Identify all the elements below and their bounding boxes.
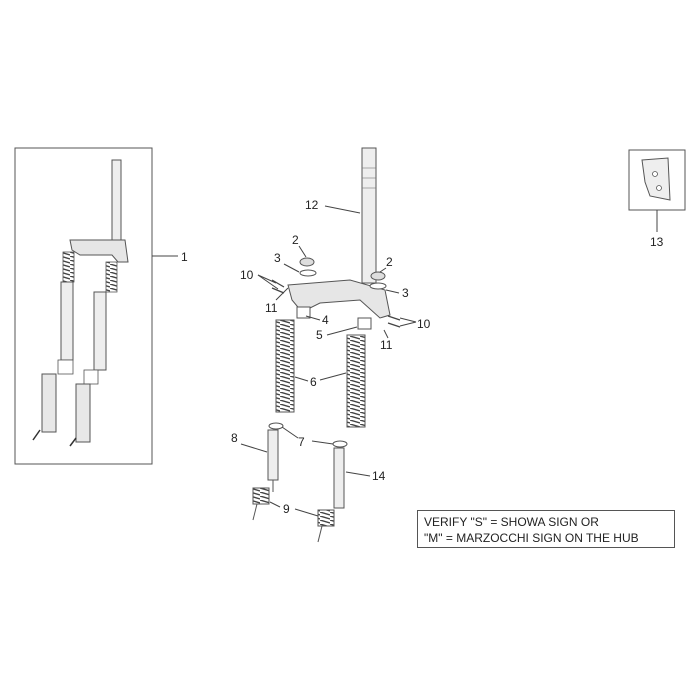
callout-14: 14 xyxy=(372,469,386,483)
callout-11-right: 11 xyxy=(380,338,393,352)
bracket-frame: 13 xyxy=(628,149,686,249)
callout-12: 12 xyxy=(305,198,319,212)
callout-4: 4 xyxy=(322,313,329,327)
callout-7: 7 xyxy=(298,435,305,449)
callout-6: 6 xyxy=(310,375,317,389)
washer-left xyxy=(299,269,317,277)
bolt-left-top xyxy=(299,257,315,267)
screw-left-a xyxy=(271,279,285,288)
note-line-1: VERIFY "S" = SHOWA SIGN OR xyxy=(424,515,599,529)
callout-2-right: 2 xyxy=(386,255,393,269)
ring-left xyxy=(268,422,284,430)
callout-11-left: 11 xyxy=(265,301,278,315)
bolt-right-top xyxy=(370,271,386,281)
seal-right xyxy=(357,317,372,330)
callout-10-right: 10 xyxy=(417,317,431,331)
screw-right-b xyxy=(387,322,401,328)
bushing-left xyxy=(252,487,270,505)
callout-1: 1 xyxy=(181,250,188,264)
note-line-2: "M" = MARZOCCHI SIGN ON THE HUB xyxy=(424,531,639,545)
damper-rod-left xyxy=(267,429,279,481)
callout-13: 13 xyxy=(650,235,664,249)
bracket-plate xyxy=(641,157,671,201)
callout-9: 9 xyxy=(283,502,290,516)
callout-8: 8 xyxy=(231,431,238,445)
screw-right-a xyxy=(387,315,401,321)
assembly-left-leg xyxy=(32,251,75,441)
screw-left-b xyxy=(271,287,285,294)
bushing-right xyxy=(317,509,335,527)
callout-10-left: 10 xyxy=(240,268,254,282)
lower-crown xyxy=(287,279,391,319)
hub-marking-note: VERIFY "S" = SHOWA SIGN OR "M" = MARZOCC… xyxy=(417,510,675,548)
washer-right xyxy=(369,282,387,290)
callout-5: 5 xyxy=(316,328,323,342)
seal-left xyxy=(296,306,311,319)
assembly-right-leg xyxy=(69,261,118,447)
assembly-steering-stem xyxy=(111,159,122,241)
spring-right xyxy=(346,334,366,428)
assembly-crown xyxy=(69,239,129,263)
callout-3-left: 3 xyxy=(274,251,281,265)
damper-rod-right xyxy=(333,447,345,509)
spring-left xyxy=(275,319,295,413)
callout-2-left: 2 xyxy=(292,233,299,247)
ring-right xyxy=(332,440,348,448)
fork-assembly-frame: 1 xyxy=(14,147,188,465)
steering-stem: 12 xyxy=(305,147,377,284)
callout-3-right: 3 xyxy=(402,286,409,300)
